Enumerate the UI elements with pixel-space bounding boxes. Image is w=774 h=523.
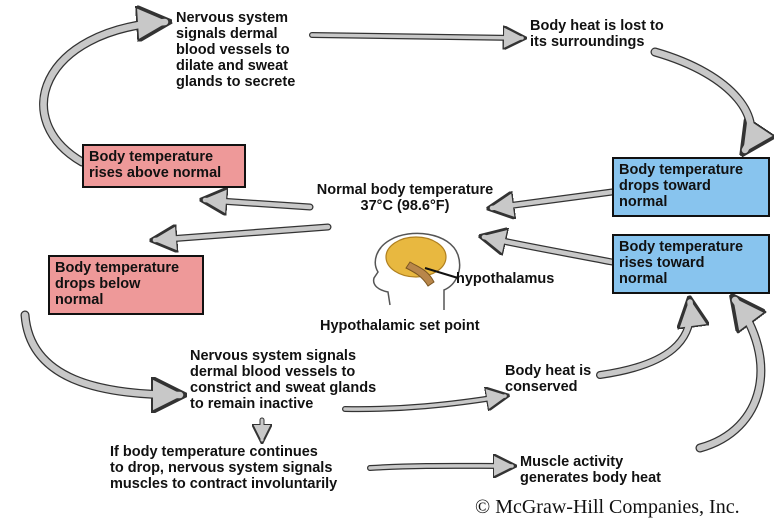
- box-rises-above-normal: Body temperature rises above normal: [82, 144, 246, 188]
- arrow-dropsbelow-to-constrict: [25, 315, 180, 395]
- label-set-point: Hypothalamic set point: [320, 318, 480, 334]
- label-normal-temperature: Normal body temperature 37°C (98.6°F): [300, 182, 510, 214]
- label-hypothalamus: hypothalamus: [456, 271, 554, 287]
- label-signal-constrict: Nervous system signals dermal blood vess…: [190, 348, 376, 412]
- copyright-notice: © McGraw-Hill Companies, Inc.: [475, 496, 740, 519]
- label-muscle-activity: Muscle activity generates body heat: [520, 454, 661, 486]
- label-signal-dilate: Nervous system signals dermal blood vess…: [176, 10, 295, 90]
- box-rises-toward-normal: Body temperature rises toward normal: [612, 234, 770, 294]
- label-continues-drop: If body temperature continues to drop, n…: [110, 444, 337, 492]
- arrow-rises-to-dilate: [44, 22, 165, 162]
- box-drops-below-normal: Body temperature drops below normal: [48, 255, 204, 315]
- label-heat-conserved: Body heat is conserved: [505, 363, 591, 395]
- label-heat-lost: Body heat is lost to its surroundings: [530, 18, 664, 50]
- head-illustration: [374, 233, 460, 310]
- box-drops-toward-normal: Body temperature drops toward normal: [612, 157, 770, 217]
